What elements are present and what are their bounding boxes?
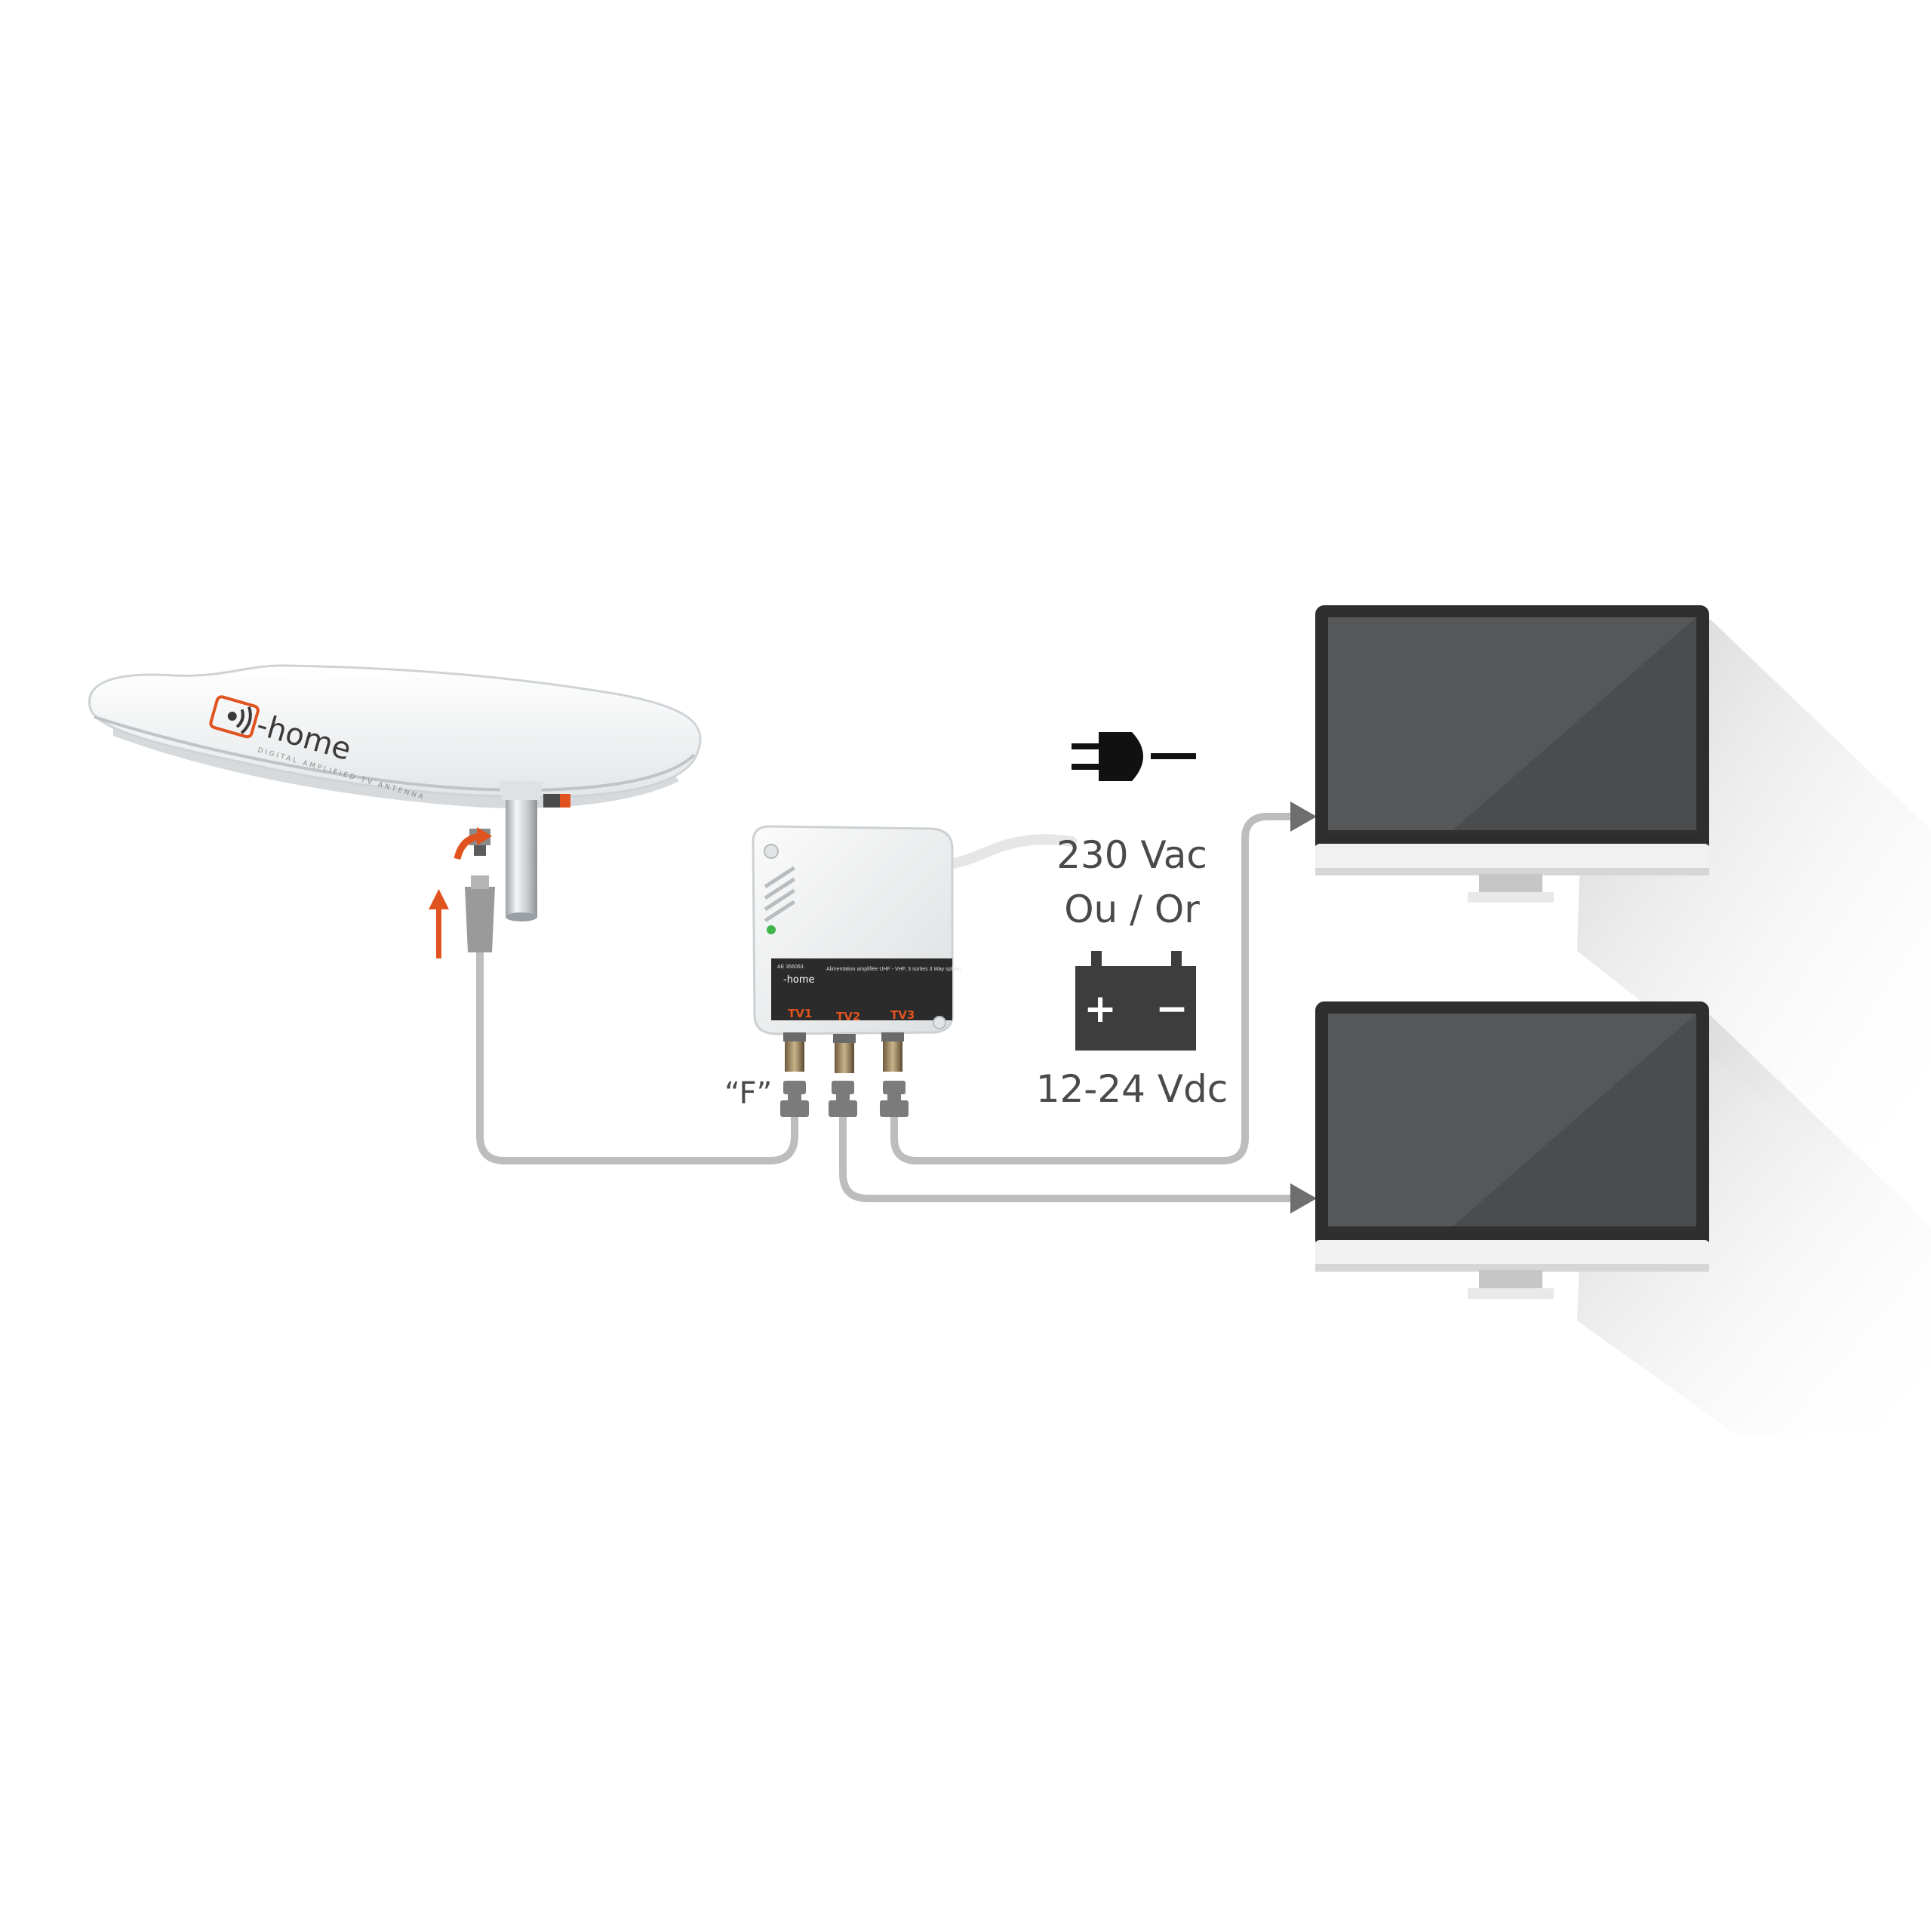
vent-slots	[764, 866, 795, 923]
tv-monitor-top	[1315, 605, 1709, 903]
arrow-right-icon	[1290, 1183, 1317, 1214]
battery-minus: −	[1155, 986, 1188, 1032]
f-connector-label: “F”	[724, 1076, 772, 1111]
cable-arrowheads	[1290, 801, 1317, 1214]
battery-icon: + −	[1075, 951, 1196, 1051]
port-label-tv2: TV2	[836, 1010, 860, 1023]
f-connector-plug	[829, 1081, 857, 1117]
f-sockets	[783, 1032, 904, 1073]
power-plug-icon	[1072, 732, 1196, 781]
splitter-amplifier: AE 356063 -home Alimentation amplifiée U…	[752, 825, 1077, 1073]
port-label-tv1: TV1	[788, 1007, 812, 1020]
splitter-description: Alimentation amplifiée UHF - VHF, 3 sort…	[826, 967, 961, 972]
antenna-mast	[506, 792, 537, 917]
tv-monitor-bottom	[1315, 1001, 1709, 1299]
ac-voltage-label: 230 Vac	[1056, 833, 1207, 877]
curved-arrow-icon	[454, 827, 492, 860]
dc-voltage-label: 12-24 Vdc	[1036, 1067, 1228, 1111]
f-connector-plug	[880, 1081, 909, 1117]
splitter-brand: -home	[783, 974, 815, 986]
antenna: -home DIGITAL AMPLIFIED TV ANTENNA	[88, 664, 702, 952]
power-led	[767, 925, 776, 934]
or-label: Ou / Or	[1064, 888, 1200, 931]
f-connector-plug	[780, 1081, 809, 1117]
port-label-tv3: TV3	[890, 1008, 915, 1022]
battery-plus: +	[1084, 986, 1117, 1032]
arrow-right-icon	[1290, 801, 1317, 832]
splitter-model: AE 356063	[777, 964, 804, 970]
arrow-up-icon	[429, 889, 449, 958]
f-connectors	[780, 1081, 909, 1117]
cable-tv3-to-top-tv	[890, 813, 1296, 1164]
cable-antenna-to-splitter	[476, 949, 798, 1164]
cable-tv2-to-bottom-tv	[839, 1112, 1296, 1202]
cables	[476, 813, 1296, 1202]
